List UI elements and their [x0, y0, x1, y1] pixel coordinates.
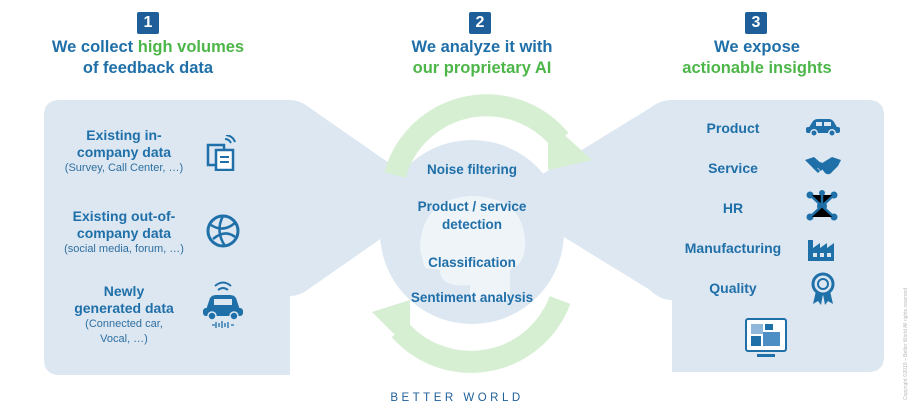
step-2-heading: We analyze it with our proprietary AI [360, 37, 604, 79]
step-1-badge: 1 [137, 12, 159, 34]
car-icon [806, 119, 840, 137]
step-3-line2: actionable insights [682, 59, 832, 77]
output-panel [512, 100, 884, 372]
analysis-product-detection: Product / service detection [382, 198, 562, 234]
step-3-heading: We expose actionable insights [646, 37, 868, 79]
factory-icon [808, 240, 834, 261]
source-subtitle: (social media, forum, …) [64, 243, 184, 255]
analysis-noise-filtering: Noise filtering [426, 162, 517, 177]
analysis-classification: Classification [428, 255, 516, 270]
handshake-icon [805, 157, 841, 175]
analysis-line: detection [441, 217, 502, 232]
source-title: company data [76, 225, 172, 241]
step-3-line1: We expose [714, 38, 800, 56]
source-title: Existing in- [86, 127, 162, 143]
brain-watermark-icon [420, 196, 526, 300]
cycle-arrow-top [384, 94, 569, 179]
step-1-text: We collect [51, 38, 138, 56]
cycle-arrowhead-top [548, 120, 592, 170]
source-in-company: Existing in- company data (Survey, Call … [50, 127, 198, 176]
analysis-line: Product / service [417, 199, 527, 214]
source-newly-generated: Newly generated data (Connected car, Voc… [50, 283, 198, 347]
input-panel [44, 100, 433, 375]
cycle-arrow-bottom [391, 295, 571, 373]
analysis-sentiment: Sentiment analysis [410, 290, 534, 305]
documents-icon [206, 135, 236, 171]
source-title: company data [76, 144, 172, 160]
globe-icon [206, 214, 240, 248]
award-ribbon-icon [811, 272, 835, 305]
source-title: Existing out-of- [72, 208, 176, 224]
step-3-badge: 3 [745, 12, 767, 34]
source-subtitle: Vocal, …) [100, 333, 148, 345]
step-1-line2: of feedback data [82, 59, 214, 77]
connected-car-icon [203, 281, 243, 328]
insight-quality: Quality [709, 280, 757, 296]
step-2-line1: We analyze it with [411, 38, 553, 56]
copyright-notice: Copyright ©2019 – Better World All right… [903, 288, 909, 400]
brand-footer: BETTER WORLD [390, 392, 524, 404]
step-1-highlight: high volumes [137, 38, 245, 56]
cycle-arrowhead-bottom [372, 300, 410, 350]
source-out-of-company: Existing out-of- company data (social me… [50, 208, 198, 257]
insight-manufacturing: Manufacturing [684, 240, 782, 256]
insight-product: Product [706, 120, 760, 136]
source-title: generated data [74, 300, 174, 316]
insight-service: Service [708, 160, 758, 176]
step-2-badge: 2 [469, 12, 491, 34]
dashboard-icon [745, 318, 787, 357]
insight-hr: HR [722, 200, 744, 216]
source-title: Newly [103, 283, 145, 299]
step-2-line2: our proprietary AI [412, 59, 552, 77]
source-subtitle: (Connected car, [85, 318, 163, 330]
source-subtitle: (Survey, Call Center, …) [64, 162, 184, 174]
step-1-heading: We collect high volumes of feedback data [22, 37, 274, 79]
people-network-icon [806, 190, 838, 221]
